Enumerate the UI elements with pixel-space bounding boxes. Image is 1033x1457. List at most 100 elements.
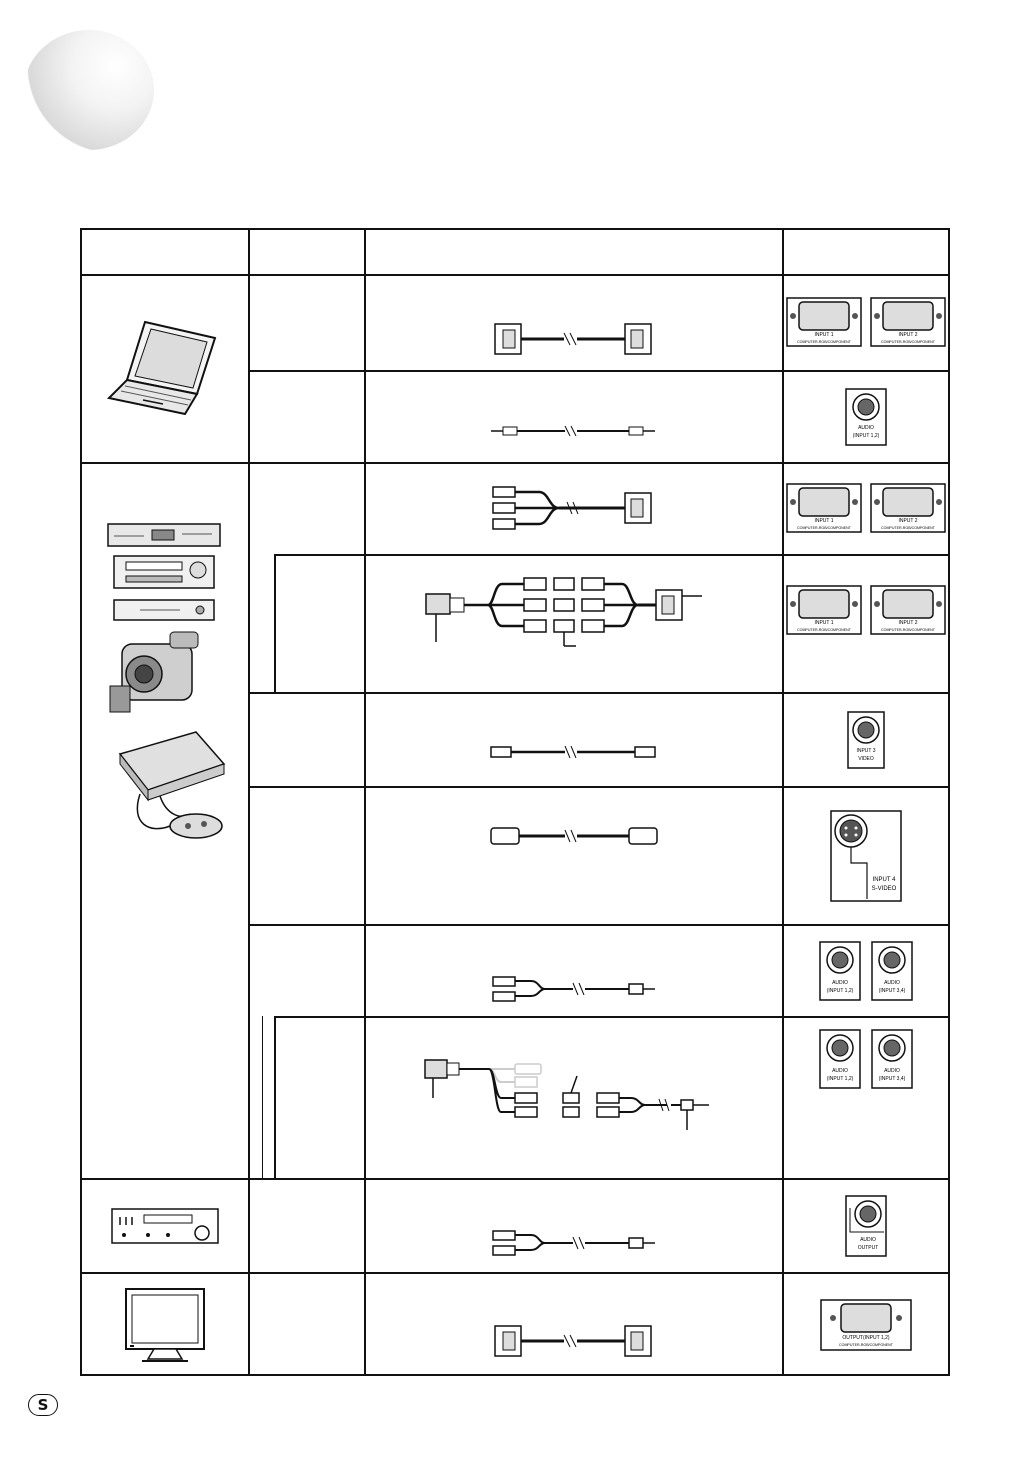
rule-audio-end	[82, 1272, 948, 1274]
game-console-icon	[118, 731, 226, 839]
label-input3: INPUT 3	[856, 748, 875, 754]
bracket-r9	[274, 1016, 276, 1178]
label-computer-rgb-2: COMPUTER-RGB/COMPONENT	[881, 526, 936, 530]
cable-component-rgb	[366, 464, 782, 554]
video-devices-icon	[107, 523, 226, 839]
label-computer-rgb-2: COMPUTER-RGB/COMPONENT	[881, 340, 936, 344]
audio-terminal-icon: AUDIO (INPUT 1,2)	[845, 388, 887, 446]
label-input12: (INPUT 1,2)	[853, 433, 880, 439]
label-output: OUTPUT	[858, 1245, 879, 1251]
video-terminal-icon: INPUT 3 VIDEO	[847, 711, 885, 769]
rule-r4	[274, 554, 948, 556]
device-amplifier	[82, 1180, 248, 1272]
composite-cable-icon	[490, 745, 656, 759]
label-input34: (INPUT 3,4)	[879, 988, 906, 994]
cable-svideo	[366, 788, 782, 924]
laptop-icon	[106, 320, 217, 416]
connection-table: INPUT 1 COMPUTER-RGB/COMPONENT INPUT 2 C…	[80, 228, 950, 1376]
bracket-r4	[274, 554, 276, 692]
label-audio: AUDIO	[858, 425, 874, 431]
label-input2: INPUT 2	[898, 518, 917, 524]
cable-rca-minijack-2	[366, 1180, 782, 1272]
label-video: VIDEO	[858, 756, 874, 762]
rule-r6	[248, 786, 948, 788]
vcr-icon	[113, 555, 215, 589]
dvd-player-icon	[107, 523, 221, 547]
col-divider-1	[248, 230, 250, 1376]
label-input34: (INPUT 3,4)	[879, 1076, 906, 1082]
terminal-rgb-pair-3: INPUT 1 COMPUTER-RGB/COMPONENT INPUT 2 C…	[784, 556, 948, 692]
bracket-r9-inner	[262, 1016, 263, 1178]
rule-r9	[274, 1016, 948, 1018]
terminal-svideo: INPUT 4 S-VIDEO	[784, 788, 948, 924]
corner-decoration	[24, 30, 154, 150]
col-divider-3	[782, 230, 784, 1376]
label-audio: AUDIO	[884, 1068, 900, 1074]
label-input2: INPUT 2	[898, 332, 917, 338]
label-input1: INPUT 1	[814, 518, 833, 524]
dterminal-cable-icon	[425, 577, 702, 647]
dterminal-audio-cable-icon	[424, 1059, 709, 1130]
rgb-terminals-icon: INPUT 1 COMPUTER-RGB/COMPONENT INPUT 2 C…	[786, 297, 946, 347]
audio-output-terminal-icon: AUDIO OUTPUT	[845, 1195, 887, 1257]
component-cable-icon	[492, 486, 652, 530]
monitor-icon	[125, 1288, 205, 1362]
label-computer-rgb-1: COMPUTER-RGB/COMPONENT	[797, 628, 852, 632]
terminal-rgb-pair-1: INPUT 1 COMPUTER-RGB/COMPONENT INPUT 2 C…	[784, 276, 948, 370]
camcorder-icon	[109, 631, 199, 713]
header-rule	[82, 274, 948, 276]
label-input12: (INPUT 1,2)	[827, 988, 854, 994]
device-laptop	[82, 276, 248, 462]
label-computer-rgb-1: COMPUTER-RGB/COMPONENT	[797, 340, 852, 344]
device-video-group	[82, 464, 248, 1178]
rule-video-end	[82, 1178, 948, 1180]
device-monitor	[82, 1274, 248, 1376]
label-input2: INPUT 2	[898, 620, 917, 626]
amplifier-icon	[111, 1208, 219, 1244]
rule-r7	[248, 924, 948, 926]
rgb-cable-icon	[494, 323, 652, 355]
cable-dterminal-audio	[366, 1018, 782, 1178]
terminal-audio-output: AUDIO OUTPUT	[784, 1180, 948, 1272]
col-divider-2	[364, 230, 366, 1376]
cable-dterminal-adapter	[366, 556, 782, 692]
label-svideo: S-VIDEO	[872, 886, 897, 892]
svideo-cable-icon	[490, 827, 658, 845]
label-audio: AUDIO	[832, 1068, 848, 1074]
rule-computer-end	[82, 462, 948, 464]
cable-rgb-1	[366, 276, 782, 370]
label-input4: INPUT 4	[873, 877, 897, 883]
label-computer-rgb-2: COMPUTER-RGB/COMPONENT	[881, 628, 936, 632]
terminal-video: INPUT 3 VIDEO	[784, 694, 948, 786]
rule-r2	[248, 370, 948, 372]
rgb-terminals-icon-3: INPUT 1 COMPUTER-RGB/COMPONENT INPUT 2 C…	[786, 585, 946, 635]
label-audio: AUDIO	[860, 1237, 876, 1243]
terminal-audio-1: AUDIO (INPUT 1,2)	[784, 372, 948, 462]
audio-cable-icon	[491, 425, 655, 437]
page-marker: S	[28, 1394, 58, 1416]
label-input1: INPUT 1	[814, 332, 833, 338]
rca-audio-cable-icon	[492, 976, 655, 1002]
monitor-output-terminal-icon: OUTPUT(INPUT 1,2) COMPUTER-RGB/COMPONENT	[820, 1299, 912, 1351]
tuner-icon	[113, 599, 215, 621]
audio-terminals-icon: AUDIO (INPUT 1,2) AUDIO (INPUT 3,4)	[819, 941, 913, 1001]
label-audio: AUDIO	[832, 980, 848, 986]
terminal-rgb-pair-2: INPUT 1 COMPUTER-RGB/COMPONENT INPUT 2 C…	[784, 464, 948, 554]
svideo-terminal-icon: INPUT 4 S-VIDEO	[830, 810, 902, 902]
cable-rca-minijack-1	[366, 926, 782, 1016]
monitor-rgb-cable-icon	[494, 1325, 652, 1357]
rule-r5	[248, 692, 948, 694]
cable-rgb-2	[366, 1274, 782, 1376]
audio-terminals-icon-2: AUDIO (INPUT 1,2) AUDIO (INPUT 3,4)	[819, 1029, 913, 1089]
label-audio: AUDIO	[884, 980, 900, 986]
label-computer-rgb-out: COMPUTER-RGB/COMPONENT	[839, 1343, 894, 1347]
amp-audio-cable-icon	[492, 1230, 655, 1256]
terminal-monitor-output: OUTPUT(INPUT 1,2) COMPUTER-RGB/COMPONENT	[784, 1274, 948, 1376]
cable-audio-minijack	[366, 372, 782, 462]
label-input1: INPUT 1	[814, 620, 833, 626]
label-output-input12: OUTPUT(INPUT 1,2)	[842, 1335, 889, 1341]
terminal-audio-pair-2: AUDIO (INPUT 1,2) AUDIO (INPUT 3,4)	[784, 1018, 948, 1178]
terminal-audio-pair-1: AUDIO (INPUT 1,2) AUDIO (INPUT 3,4)	[784, 926, 948, 1016]
rgb-terminals-icon-2: INPUT 1 COMPUTER-RGB/COMPONENT INPUT 2 C…	[786, 483, 946, 533]
cable-composite	[366, 694, 782, 786]
